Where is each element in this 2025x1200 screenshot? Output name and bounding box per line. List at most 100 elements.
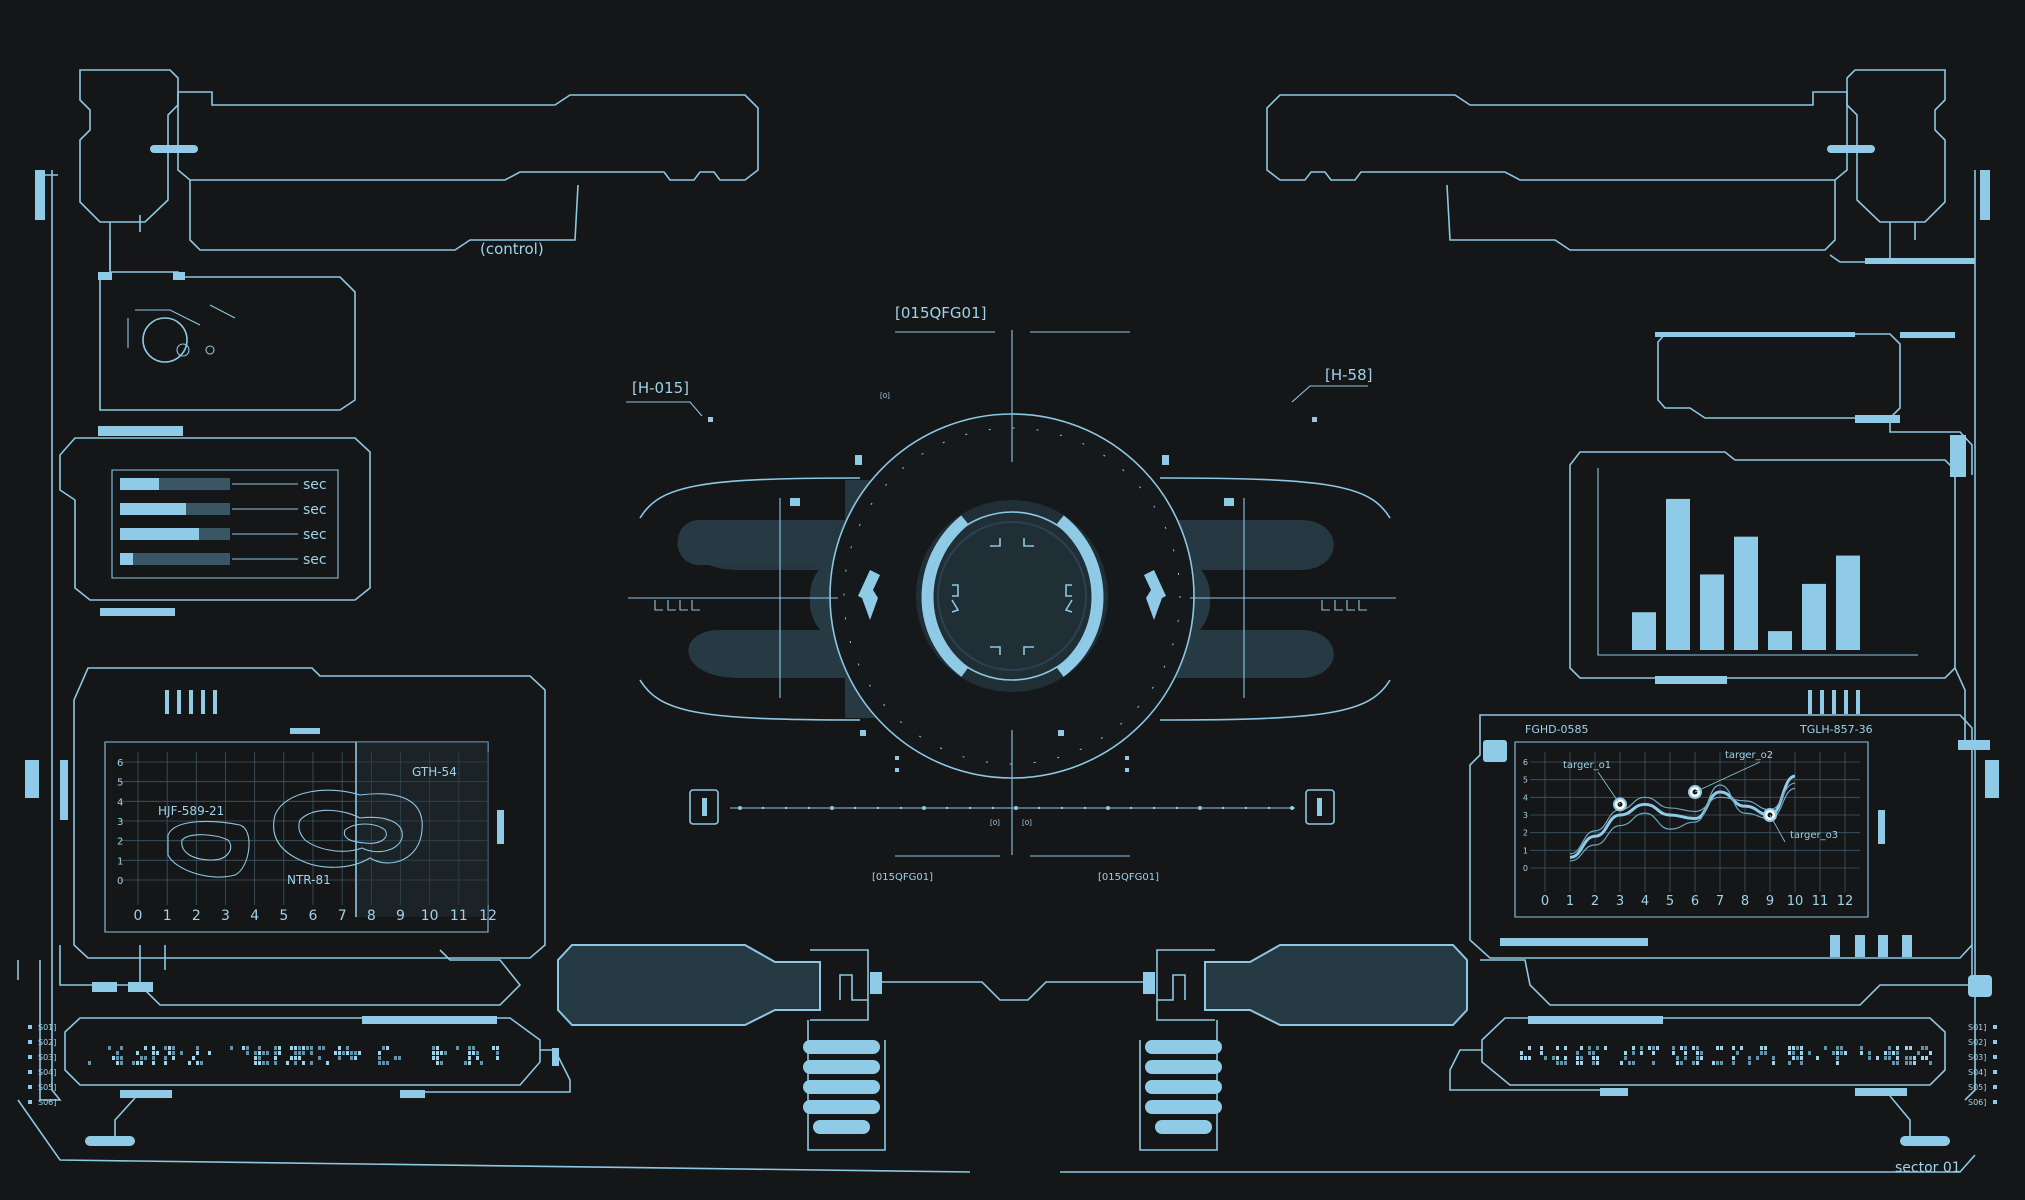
code-pixel <box>496 1046 499 1050</box>
code-pixel <box>246 1046 249 1050</box>
side-code-label: S06] <box>1968 1098 1986 1107</box>
top-right-frame <box>1266 69 1999 1101</box>
code-pixel <box>326 1061 329 1065</box>
h-right-label: [H-58] <box>1325 366 1372 384</box>
code-pixel <box>472 1046 475 1050</box>
series-line <box>1569 774 1796 859</box>
code-pixel <box>1676 1061 1679 1065</box>
code-pixel <box>1564 1061 1567 1065</box>
code-pixel <box>386 1046 389 1050</box>
code-pixel <box>172 1056 175 1060</box>
code-pixel <box>1824 1046 1827 1050</box>
series-line <box>1569 784 1796 862</box>
x-tick-label: 5 <box>279 908 288 924</box>
code-pixel <box>1860 1046 1863 1050</box>
scale-dot <box>807 806 811 810</box>
code-pixel <box>230 1046 233 1050</box>
x-tick-label: 8 <box>367 908 376 924</box>
side-code-dot <box>1993 1100 1997 1104</box>
code-pixel <box>496 1051 499 1055</box>
code-pixel <box>1816 1056 1819 1060</box>
y-tick-label: 6 <box>1523 758 1528 767</box>
code-pixel <box>1676 1056 1679 1060</box>
code-pixel <box>386 1061 389 1065</box>
code-pixel <box>322 1046 325 1050</box>
code-pixel <box>1909 1056 1912 1060</box>
code-pixel <box>1844 1051 1847 1055</box>
code-pixel <box>1756 1056 1759 1060</box>
side-code-dot <box>1993 1025 1997 1029</box>
target-label: targer_o1 <box>1563 760 1611 771</box>
code-pixel <box>192 1056 195 1060</box>
code-pixel <box>120 1056 123 1060</box>
control-label: (control) <box>480 240 544 258</box>
code-pixel <box>1732 1061 1735 1065</box>
code-pixel <box>1576 1051 1579 1055</box>
code-pixel <box>1640 1051 1643 1055</box>
x-tick-label: 5 <box>1666 894 1674 909</box>
code-pixel <box>1925 1046 1928 1050</box>
sec-label: sec <box>303 502 327 518</box>
sec-label: sec <box>303 527 327 543</box>
code-pixel <box>1592 1051 1595 1055</box>
code-pixel <box>136 1051 139 1055</box>
x-tick-label: 12 <box>479 908 497 924</box>
code-pixel <box>310 1051 313 1055</box>
code-pixel <box>394 1056 397 1060</box>
code-pixel <box>1800 1061 1803 1065</box>
code-pixel <box>472 1051 475 1055</box>
code-pixel <box>1544 1056 1547 1060</box>
region-label-hjf: HJF-589-21 <box>158 804 224 818</box>
code-pixel <box>1892 1051 1895 1055</box>
code-pixel <box>1632 1046 1635 1050</box>
x-tick-label: 0 <box>134 908 143 924</box>
code-pixel <box>338 1051 341 1055</box>
scale-dot <box>1152 806 1156 810</box>
code-pixel <box>1524 1056 1527 1060</box>
code-pixel <box>286 1061 289 1065</box>
code-pixel <box>432 1046 435 1050</box>
y-tick-label: 1 <box>1523 846 1528 855</box>
scale-dot <box>784 806 788 810</box>
code-pixel <box>1760 1046 1763 1050</box>
side-code-dot <box>1993 1085 1997 1089</box>
scale-dot <box>1014 806 1018 810</box>
code-pixel <box>382 1046 385 1050</box>
bar <box>1802 583 1826 650</box>
code-pixel <box>1896 1051 1899 1055</box>
code-pixel <box>1592 1056 1595 1060</box>
code-pixel <box>140 1061 143 1065</box>
sec-bar-fill <box>120 528 199 540</box>
side-code-label: S02] <box>1968 1038 1986 1047</box>
code-pixel <box>116 1061 119 1065</box>
code-pixel <box>136 1061 139 1065</box>
code-pixel <box>436 1051 439 1055</box>
scale-dot <box>1290 806 1294 810</box>
code-pixel <box>242 1046 245 1050</box>
scale-dot <box>853 806 857 810</box>
scale-dot <box>738 806 742 810</box>
code-pixel <box>1580 1061 1583 1065</box>
code-pixel <box>132 1061 135 1065</box>
code-pixel <box>120 1046 123 1050</box>
sector-label: sector 01 <box>1895 1160 1961 1176</box>
code-pixel <box>116 1056 119 1060</box>
code-pixel <box>1929 1061 1932 1065</box>
code-pixel <box>254 1061 257 1065</box>
code-pixel <box>468 1051 471 1055</box>
code-pixel <box>302 1051 305 1055</box>
code-pixel <box>1564 1056 1567 1060</box>
code-pixel <box>1672 1051 1675 1055</box>
side-code-label: S04] <box>1968 1068 1986 1077</box>
region-label-ntr: NTR-81 <box>287 873 331 887</box>
code-pixel <box>338 1056 341 1060</box>
code-pixel <box>1884 1056 1887 1060</box>
code-pixel <box>436 1061 439 1065</box>
code-pixel <box>432 1056 435 1060</box>
code-pixel <box>1596 1056 1599 1060</box>
code-pixel <box>432 1051 435 1055</box>
code-pixel <box>496 1056 499 1060</box>
scale-dot <box>1175 806 1179 810</box>
code-pixel <box>258 1051 261 1055</box>
side-code-dot <box>1993 1040 1997 1044</box>
